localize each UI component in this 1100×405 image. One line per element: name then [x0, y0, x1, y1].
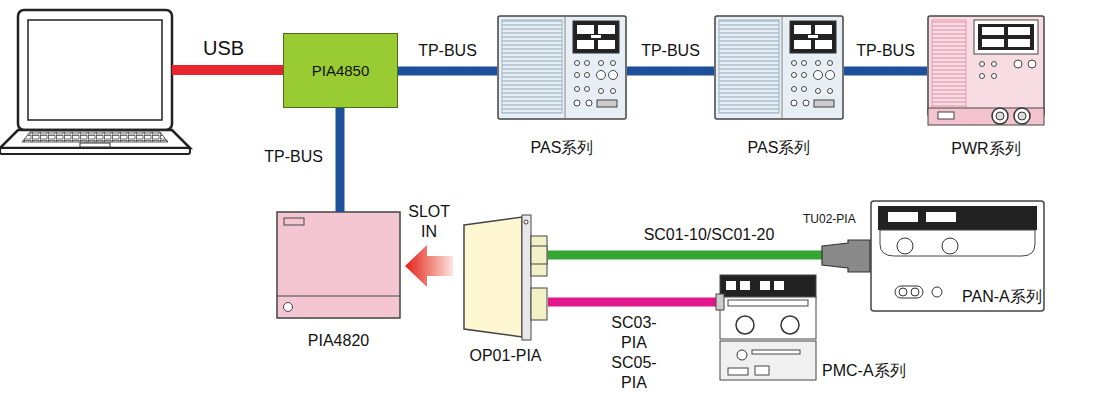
- interface-name: USB: [203, 36, 244, 60]
- edge-label: SC03-PIA SC05-PIA: [608, 313, 659, 393]
- node-label: OP01-PIA: [469, 346, 541, 365]
- pas-device: [715, 16, 843, 119]
- pmc-connector: [716, 294, 724, 310]
- laptop: [0, 10, 190, 154]
- pia4820-box: PIA4820: [277, 212, 400, 318]
- option-card: [464, 215, 547, 340]
- connector: [405, 245, 453, 287]
- pwr-unit: PWR系列: [927, 15, 1045, 125]
- pas-unit: PAS系列: [714, 15, 844, 120]
- card-connector: [531, 246, 547, 264]
- edge-label: SLOT IN: [405, 202, 453, 242]
- node-label: PAN-A系列: [962, 287, 1042, 306]
- pmc-a-unit: PMC-A系列: [720, 275, 816, 380]
- pan-a-unit: PAN-A系列: [870, 200, 1045, 282]
- pmc-a-device: [720, 275, 816, 380]
- connector: [844, 71, 927, 72]
- connector: [340, 108, 341, 212]
- pia4820-unit: [277, 212, 400, 318]
- interface-box: PIA4850: [283, 33, 398, 108]
- edge-label: TP-BUS: [638, 41, 703, 61]
- node-label: PAS系列: [531, 138, 594, 157]
- pan-a-device: [871, 201, 1044, 311]
- edge-label: TP-BUS: [853, 41, 918, 61]
- usb-cable: [172, 65, 283, 75]
- pas-unit: PAS系列: [497, 15, 627, 120]
- node-label: PMC-A系列: [822, 361, 906, 380]
- pas-device: [498, 16, 626, 119]
- node-label: PIA4820: [308, 331, 369, 350]
- node-label: PAS系列: [748, 138, 811, 157]
- connector: [627, 71, 714, 72]
- connector: [398, 71, 497, 72]
- edge-label: SC01-10/SC01-20: [641, 225, 778, 245]
- tu02-plug: [822, 240, 870, 272]
- pwr-device: [928, 16, 1044, 125]
- node-label: PWR系列: [951, 139, 1020, 158]
- connector: [548, 302, 720, 303]
- adapter-name: TU02-PIA: [803, 212, 856, 226]
- node-label: PIA4850: [312, 62, 370, 79]
- edge-label: TP-BUS: [415, 41, 480, 61]
- edge-label: TP-BUS: [261, 147, 326, 167]
- option-card-box: OP01-PIA: [463, 215, 548, 340]
